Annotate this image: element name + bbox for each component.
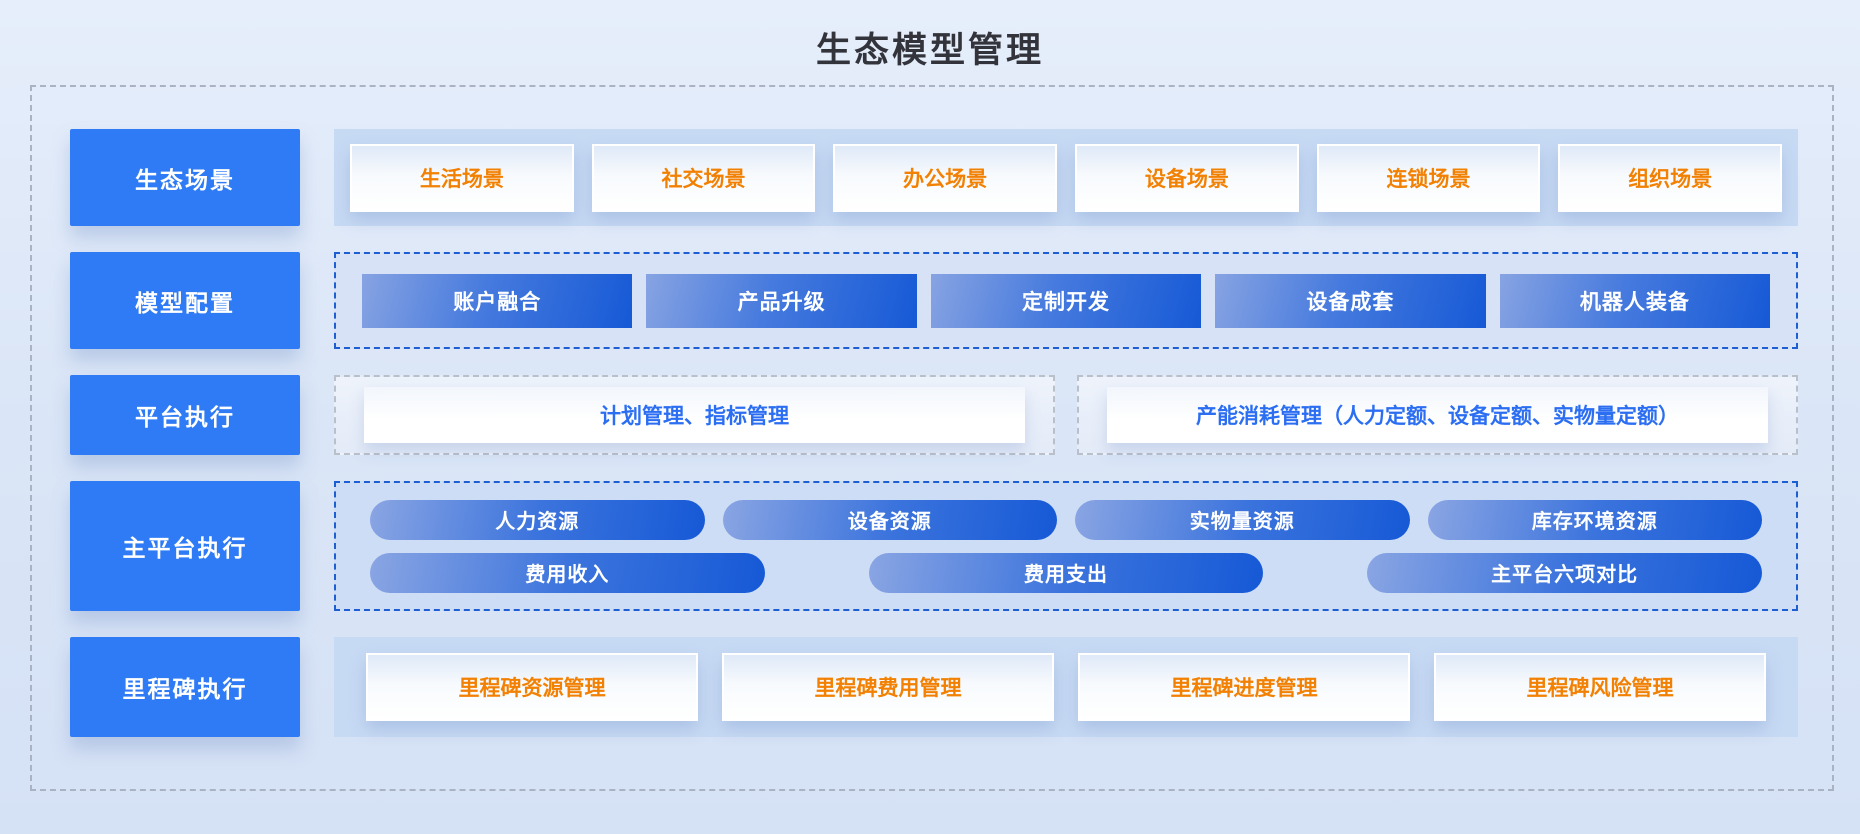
config-box-equipment-set: 设备成套 xyxy=(1215,273,1486,328)
row-label-milestone-exec: 里程碑执行 xyxy=(70,637,300,737)
scenario-box-chain: 连锁场景 xyxy=(1316,143,1541,212)
milestone-box-risk: 里程碑风险管理 xyxy=(1434,653,1766,721)
eco-scenarios-strip: 生活场景 社交场景 办公场景 设备场景 连锁场景 组织场景 xyxy=(334,129,1798,226)
config-box-custom-dev: 定制开发 xyxy=(930,273,1202,328)
pill-six-item-compare: 主平台六项对比 xyxy=(1367,552,1763,593)
capacity-consumption-box: 产能消耗管理（人力定额、设备定额、实物量定额） xyxy=(1107,387,1768,443)
row-label-platform-exec: 平台执行 xyxy=(70,375,300,455)
config-box-product-upgrade: 产品升级 xyxy=(646,273,917,328)
milestone-strip: 里程碑资源管理 里程碑费用管理 里程碑进度管理 里程碑风险管理 xyxy=(334,637,1798,737)
config-box-account-fusion: 账户融合 xyxy=(362,273,633,328)
row-milestone-exec: 里程碑执行 里程碑资源管理 里程碑费用管理 里程碑进度管理 里程碑风险管理 xyxy=(70,637,1798,737)
row-model-config: 模型配置 账户融合 产品升级 定制开发 设备成套 机器人装备 xyxy=(70,252,1798,349)
model-config-panel: 账户融合 产品升级 定制开发 设备成套 机器人装备 xyxy=(334,252,1798,349)
row-main-platform-exec: 主平台执行 人力资源 设备资源 实物量资源 库存环境资源 费用收入 费用支出 主… xyxy=(70,481,1798,611)
pill-inventory-env: 库存环境资源 xyxy=(1427,499,1762,540)
plan-indicator-box: 计划管理、指标管理 xyxy=(364,387,1025,443)
pill-expense-income: 费用收入 xyxy=(370,552,765,593)
milestone-box-progress: 里程碑进度管理 xyxy=(1078,653,1410,721)
page-title: 生态模型管理 xyxy=(815,31,1044,70)
row-label-main-platform-exec: 主平台执行 xyxy=(70,481,300,611)
config-box-robot-equip: 机器人装备 xyxy=(1499,273,1771,328)
pill-expense-outlay: 费用支出 xyxy=(868,552,1264,593)
capacity-mgmt-panel: 产能消耗管理（人力定额、设备定额、实物量定额） xyxy=(1077,375,1798,455)
pill-equipment-resources: 设备资源 xyxy=(722,499,1057,540)
pill-physical-resources: 实物量资源 xyxy=(1075,499,1410,540)
scenario-box-org: 组织场景 xyxy=(1558,143,1783,212)
scenario-box-office: 办公场景 xyxy=(833,143,1058,212)
scenario-box-device: 设备场景 xyxy=(1075,143,1299,212)
row-label-eco-scenarios: 生态场景 xyxy=(70,129,300,226)
diagram-frame: 生态场景 生活场景 社交场景 办公场景 设备场景 连锁场景 组织场景 模型配置 … xyxy=(30,85,1834,791)
row-platform-exec: 平台执行 计划管理、指标管理 产能消耗管理（人力定额、设备定额、实物量定额） xyxy=(70,375,1798,455)
row-label-model-config: 模型配置 xyxy=(70,252,300,349)
row-eco-scenarios: 生态场景 生活场景 社交场景 办公场景 设备场景 连锁场景 组织场景 xyxy=(70,129,1798,226)
scenario-box-social: 社交场景 xyxy=(591,143,816,212)
scenario-box-life: 生活场景 xyxy=(350,143,574,212)
main-platform-panel: 人力资源 设备资源 实物量资源 库存环境资源 费用收入 费用支出 主平台六项对比 xyxy=(334,481,1798,611)
pill-human-resources: 人力资源 xyxy=(370,499,705,540)
milestone-box-resource: 里程碑资源管理 xyxy=(366,653,698,721)
milestone-box-expense: 里程碑费用管理 xyxy=(722,653,1054,721)
plan-mgmt-panel: 计划管理、指标管理 xyxy=(334,375,1055,455)
